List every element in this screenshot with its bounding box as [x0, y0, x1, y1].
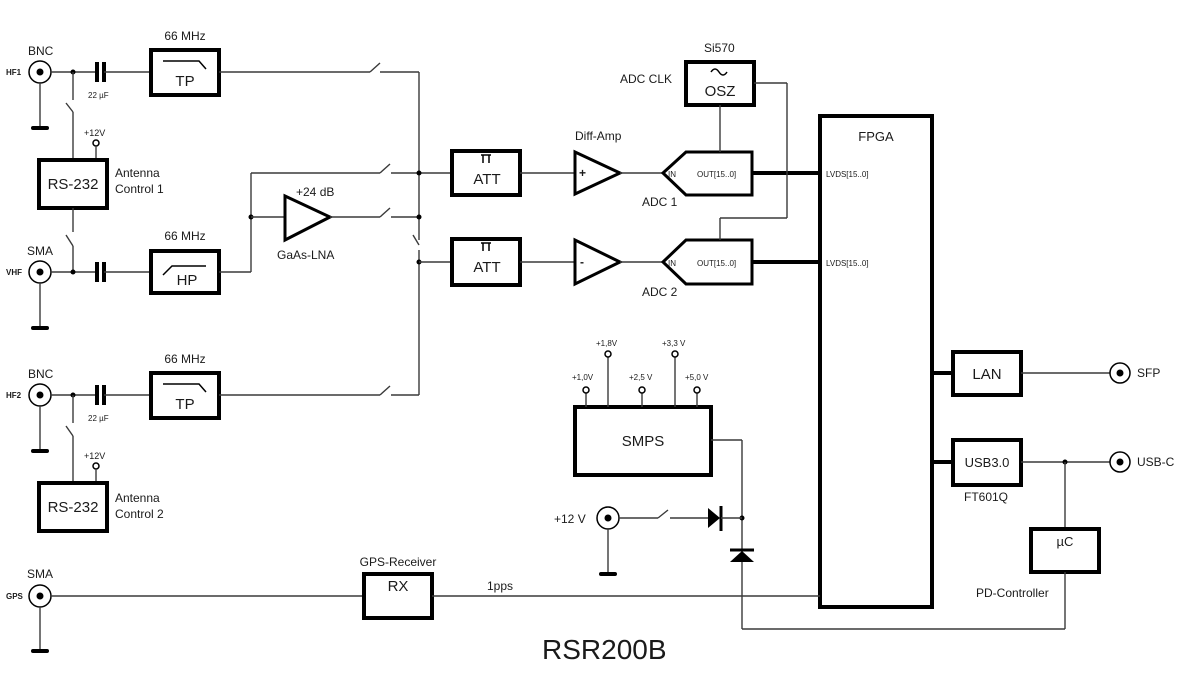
- antenna-control-1-line1: Antenna: [115, 166, 160, 180]
- lna-gain: +24 dB: [296, 185, 334, 199]
- rs232-label-2: RS-232: [48, 499, 99, 516]
- tp-filter-label-1: TP: [175, 73, 194, 90]
- fpga: FPGA LVDS[15..0] LVDS[15..0]: [818, 114, 953, 609]
- hf2-port-label: HF2: [6, 391, 22, 400]
- attenuator-label-1: ATT: [473, 171, 500, 188]
- highpass-icon: [162, 265, 206, 276]
- hf1-connector-label: BNC: [28, 44, 54, 58]
- attenuator-label-2: ATT: [473, 259, 500, 276]
- switch-icon: [379, 207, 391, 218]
- vhf-connector-label: SMA: [27, 244, 53, 258]
- diff-amp-icon-2: [573, 237, 624, 287]
- switch-icon: [369, 62, 381, 73]
- channel-1: ATT Diff-Amp + IN OUT[15..0] ADC 1: [450, 129, 820, 209]
- lan-block: LAN SFP: [951, 350, 1160, 397]
- channel-2: ATT - IN OUT[15..0] ADC 2: [450, 237, 820, 299]
- hp-filter-label: HP: [177, 272, 198, 289]
- rf-router: [412, 72, 452, 395]
- diode-icon: [730, 551, 754, 562]
- hf2-supply-label: +12V: [84, 451, 105, 461]
- vhf-filter-freq: 66 MHz: [164, 229, 205, 243]
- hf1-input: BNC HF1 22 µF +12V RS-232 Antenna Contro…: [6, 29, 419, 272]
- rail-1v8: +1,8V: [596, 339, 618, 348]
- hf1-filter-freq: 66 MHz: [164, 29, 205, 43]
- antenna-control-2-line2: Control 2: [115, 507, 164, 521]
- switch-icon: [379, 385, 391, 396]
- vhf-input: SMA VHF 66 MHz HP +24 dB GaAs-LNA: [6, 163, 452, 330]
- usb-c-label: USB-C: [1137, 455, 1175, 469]
- diff-amp-sign-1: +: [579, 166, 586, 180]
- usb-chip-label: FT601Q: [964, 490, 1008, 504]
- adc-clk-label: ADC CLK: [620, 72, 672, 86]
- switch-icon: [65, 234, 74, 247]
- switch-icon: [65, 102, 74, 113]
- uc-label: µC: [1057, 534, 1074, 549]
- osc-chip-label: Si570: [704, 41, 735, 55]
- switch-icon: [379, 163, 391, 174]
- gps-connector-label: SMA: [27, 567, 53, 581]
- tp-filter-label-2: TP: [175, 396, 194, 413]
- diff-amp-label: Diff-Amp: [575, 129, 622, 143]
- switch-icon: [412, 234, 420, 246]
- hf1-port-label: HF1: [6, 68, 22, 77]
- gps-receiver-title: GPS-Receiver: [360, 555, 437, 569]
- vhf-port-label: VHF: [6, 268, 22, 277]
- pd-controller-label: PD-Controller: [976, 586, 1049, 600]
- rs232-box-2: [37, 481, 109, 533]
- adc-1-out: OUT[15..0]: [697, 170, 736, 179]
- antenna-control-2-line1: Antenna: [115, 491, 160, 505]
- sfp-connector-icon: [1109, 362, 1131, 384]
- antenna-control-1-line2: Control 1: [115, 182, 164, 196]
- rs232-label-1: RS-232: [48, 176, 99, 193]
- rail-1v0: +1,0V: [572, 373, 594, 382]
- lna-amplifier-icon: [283, 193, 334, 243]
- fpga-box: [818, 114, 934, 609]
- diff-amp-sign-2: -: [580, 255, 584, 269]
- switch-icon: [65, 425, 74, 437]
- smps-box: [573, 405, 713, 477]
- gps-rx-label: RX: [388, 578, 409, 595]
- fpga-label: FPGA: [858, 129, 894, 144]
- hf1-supply-label: +12V: [84, 128, 105, 138]
- lowpass-icon: [163, 60, 207, 70]
- gps-rx-box: [362, 572, 434, 620]
- attenuator-box-2: [450, 237, 522, 287]
- adc-2-out: OUT[15..0]: [697, 259, 736, 268]
- sfp-label: SFP: [1137, 366, 1160, 380]
- usb-block: USB3.0 FT601Q USB-C µC PD-Controller: [742, 438, 1175, 630]
- hf2-connector-label: BNC: [28, 367, 54, 381]
- power-supply: SMPS +1,0V +1,8V +2,5 V +3,3 V +5,0 V +1…: [554, 339, 754, 629]
- rail-5v0: +5,0 V: [685, 373, 709, 382]
- rail-3v3: +3,3 V: [662, 339, 686, 348]
- adc-1-label: ADC 1: [642, 195, 678, 209]
- diff-amp-icon-1: [573, 149, 624, 197]
- adc-1-in: IN: [668, 170, 676, 179]
- diagram-title: RSR200B: [542, 634, 667, 665]
- hf2-cap-label: 22 µF: [88, 414, 109, 423]
- power-in-label: +12 V: [554, 512, 586, 526]
- adc-2-in: IN: [668, 259, 676, 268]
- hf2-filter-freq: 66 MHz: [164, 352, 205, 366]
- smps-label: SMPS: [622, 433, 665, 450]
- power-switch-icon: [657, 509, 669, 519]
- pps-label: 1pps: [487, 579, 513, 593]
- lowpass-icon: [163, 383, 207, 393]
- fpga-lvds-1: LVDS[15..0]: [826, 170, 869, 179]
- sine-wave-icon: [710, 68, 728, 76]
- usb-label: USB3.0: [965, 455, 1010, 470]
- usb-c-connector-icon: [1109, 451, 1131, 473]
- oscillator: Si570 ADC CLK OSZ: [620, 41, 788, 240]
- lan-label: LAN: [972, 366, 1001, 383]
- fpga-lvds-2: LVDS[15..0]: [826, 259, 869, 268]
- hf1-cap-label: 22 µF: [88, 91, 109, 100]
- gps-input: SMA GPS GPS-Receiver RX 1pps: [6, 555, 820, 653]
- adc-2-label: ADC 2: [642, 285, 678, 299]
- hf2-input: BNC HF2 22 µF +12V RS-232 Antenna Contro…: [6, 352, 419, 533]
- lna-name: GaAs-LNA: [277, 248, 334, 262]
- gps-port-label: GPS: [6, 592, 24, 601]
- osc-label: OSZ: [705, 83, 736, 100]
- diode-icon: [708, 508, 720, 528]
- rail-2v5: +2,5 V: [629, 373, 653, 382]
